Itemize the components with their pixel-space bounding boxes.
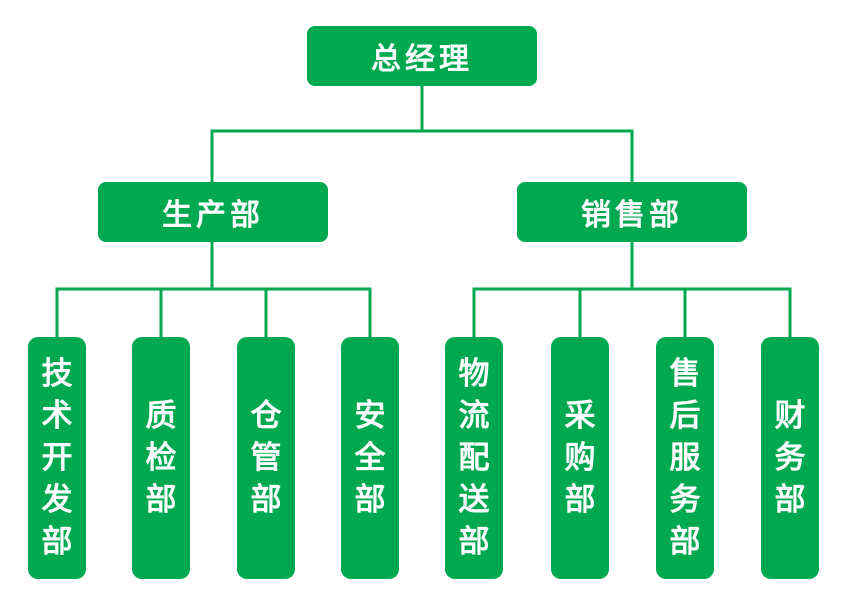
unit-label-after-sales-service: 售后服务部 (669, 356, 701, 560)
general-manager-node: 总经理 (307, 26, 537, 86)
production-department-label: 生产部 (162, 198, 264, 233)
unit-label-quality-inspection: 质检部 (145, 398, 177, 518)
unit-label-safety: 安全部 (354, 398, 386, 518)
unit-label-finance: 财务部 (774, 398, 806, 518)
unit-node-procurement: 采购部 (551, 337, 609, 579)
sales-department-node: 销售部 (517, 182, 747, 242)
unit-node-finance: 财务部 (761, 337, 819, 579)
unit-label-technical-development: 技术开发部 (41, 356, 73, 560)
unit-label-logistics-distribution: 物流配送部 (458, 356, 490, 560)
unit-label-warehouse-management: 仓管部 (250, 398, 282, 518)
unit-label-procurement: 采购部 (564, 398, 596, 518)
unit-node-quality-inspection: 质检部 (132, 337, 190, 579)
unit-node-after-sales-service: 售后服务部 (656, 337, 714, 579)
production-department-node: 生产部 (98, 182, 328, 242)
unit-node-logistics-distribution: 物流配送部 (445, 337, 503, 579)
unit-node-technical-development: 技术开发部 (28, 337, 86, 579)
unit-node-warehouse-management: 仓管部 (237, 337, 295, 579)
sales-department-label: 销售部 (581, 198, 683, 233)
unit-node-safety: 安全部 (341, 337, 399, 579)
general-manager-label: 总经理 (371, 42, 473, 77)
